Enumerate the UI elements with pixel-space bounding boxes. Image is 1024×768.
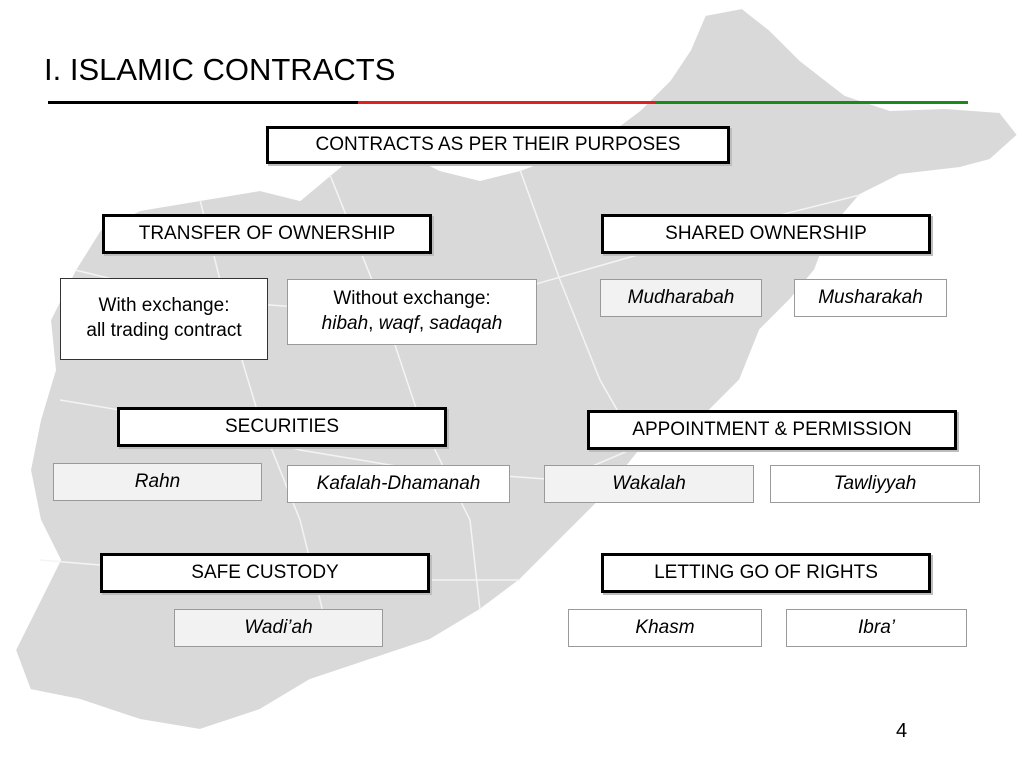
separator-1: , bbox=[368, 313, 379, 334]
with-exchange-line2: all trading contract bbox=[86, 320, 242, 341]
with-exchange-line1: With exchange: bbox=[98, 295, 230, 317]
wakalah-label: Wakalah bbox=[612, 472, 686, 494]
rahn-label: Rahn bbox=[134, 470, 181, 492]
title-rule-green bbox=[656, 101, 968, 104]
custody-header-box: SAFE CUSTODY bbox=[100, 553, 430, 593]
ibra-label: Ibra’ bbox=[858, 616, 895, 638]
mudharabah-label: Mudharabah bbox=[627, 286, 735, 308]
without-exchange-box: Without exchange: hibah, waqf, sadaqah bbox=[287, 279, 537, 345]
kafalah-label: Kafalah-Dhamanah bbox=[316, 472, 481, 494]
shared-header-box: SHARED OWNERSHIP bbox=[601, 214, 931, 254]
securities-header-box: SECURITIES bbox=[117, 407, 447, 447]
transfer-header-box: TRANSFER OF OWNERSHIP bbox=[102, 214, 432, 254]
transfer-header-label: TRANSFER OF OWNERSHIP bbox=[138, 222, 396, 244]
title-rule-black bbox=[48, 101, 358, 104]
hibah-term: hibah bbox=[321, 313, 369, 334]
ibra-box: Ibra’ bbox=[786, 609, 967, 647]
letting-go-header-box: LETTING GO OF RIGHTS bbox=[601, 553, 931, 593]
waqf-term: waqf bbox=[378, 313, 419, 334]
appointment-header-label: APPOINTMENT & PERMISSION bbox=[632, 418, 912, 440]
without-exchange-line2: hibah, waqf, sadaqah bbox=[322, 312, 503, 337]
separator-2: , bbox=[418, 313, 430, 334]
rahn-box: Rahn bbox=[53, 463, 262, 501]
appointment-header-box: APPOINTMENT & PERMISSION bbox=[587, 410, 957, 450]
musharakah-box: Musharakah bbox=[794, 279, 947, 317]
khasm-box: Khasm bbox=[568, 609, 762, 647]
securities-header-label: SECURITIES bbox=[224, 415, 340, 437]
with-exchange-box: With exchange: all trading contract bbox=[60, 278, 268, 360]
title-rule-red bbox=[358, 101, 656, 104]
mudharabah-box: Mudharabah bbox=[600, 279, 762, 317]
kafalah-box: Kafalah-Dhamanah bbox=[287, 465, 510, 503]
sadaqah-term: sadaqah bbox=[429, 313, 503, 334]
musharakah-label: Musharakah bbox=[818, 286, 923, 308]
khasm-label: Khasm bbox=[635, 616, 695, 638]
tawliyyah-box: Tawliyyah bbox=[770, 465, 980, 503]
wakalah-box: Wakalah bbox=[544, 465, 754, 503]
tawliyyah-label: Tawliyyah bbox=[833, 472, 917, 494]
main-header-box: CONTRACTS AS PER THEIR PURPOSES bbox=[266, 126, 730, 164]
letting-go-header-label: LETTING GO OF RIGHTS bbox=[654, 561, 878, 583]
wadiah-box: Wadi’ah bbox=[174, 609, 383, 647]
page-number: 4 bbox=[896, 720, 908, 742]
page-title: I. ISLAMIC CONTRACTS bbox=[44, 52, 396, 87]
shared-header-label: SHARED OWNERSHIP bbox=[665, 222, 867, 244]
custody-header-label: SAFE CUSTODY bbox=[191, 561, 339, 583]
without-exchange-line1: Without exchange: bbox=[333, 288, 491, 310]
main-header-label: CONTRACTS AS PER THEIR PURPOSES bbox=[315, 133, 681, 155]
wadiah-label: Wadi’ah bbox=[244, 616, 313, 638]
